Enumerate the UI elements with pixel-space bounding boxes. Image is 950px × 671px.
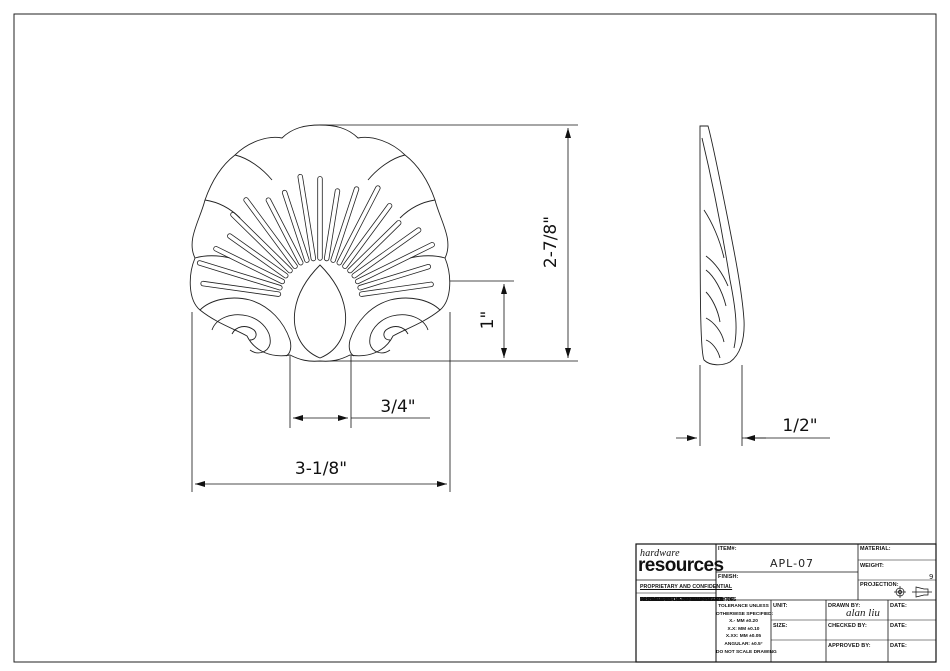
tolerance-line: TOLERANCE UNLESS: [718, 604, 769, 609]
projection-label: PROJECTION:: [860, 582, 899, 588]
shell-flutes: [197, 174, 435, 297]
logo: hardware resources: [637, 548, 724, 578]
flute-groove: [297, 174, 317, 262]
proprietary-line: DRAWING IS THE SOLE PROPERTY OF: [640, 597, 734, 603]
unit-label: UNIT:: [773, 603, 788, 609]
title-block-grid: [635, 543, 937, 663]
flute-groove: [200, 280, 282, 297]
flute-groove: [230, 211, 293, 274]
dim-height-total: 2-7/8": [541, 216, 561, 268]
dim-height-scroll: 1": [478, 311, 498, 330]
weight-value: 9: [929, 573, 934, 581]
sheet-border: [13, 13, 937, 663]
flute-groove: [358, 281, 434, 297]
flute-groove: [355, 242, 435, 285]
flute-groove: [330, 186, 360, 263]
item-value: APL-07: [770, 557, 815, 570]
flute-groove: [243, 197, 298, 269]
dimension-labels: 2-7/8" 1" 3-1/8" 3/4" 1/2": [295, 216, 818, 479]
front-view-appliqué: [189, 124, 451, 362]
flute-groove: [357, 264, 431, 291]
drawn-by-signature: alan liu: [846, 607, 880, 619]
logo-bottom-text: resources: [638, 555, 724, 576]
tolerance-line: OTHERWISE SPECIFIED:: [716, 611, 774, 617]
weight-label: WEIGHT:: [860, 563, 884, 569]
proprietary-heading: PROPRIETARY AND CONFIDENTIAL: [640, 584, 733, 590]
tolerance-line: DO NOT SCALE DRAWING: [716, 649, 777, 655]
flute-groove: [347, 220, 402, 274]
flute-groove: [323, 188, 341, 262]
flute-groove: [317, 176, 323, 261]
dimension-lines: [191, 124, 830, 492]
finish-label: FINISH:: [718, 574, 739, 580]
left-scroll: [199, 297, 292, 357]
flute-groove: [351, 227, 422, 279]
proprietary-line: HARDWARE RESOURCES INC. ANY: [640, 597, 726, 603]
flute-groove: [227, 233, 289, 279]
approved-by-label: APPROVED BY:: [828, 643, 871, 649]
shell-outline: [189, 124, 451, 362]
flute-groove: [342, 203, 393, 269]
right-scroll: [348, 297, 441, 357]
material-label: MATERIAL:: [860, 546, 891, 552]
date-label-approved: DATE:: [890, 643, 907, 649]
tolerance-notes: TOLERANCE UNLESS OTHERWISE SPECIFIED: X.…: [716, 603, 777, 656]
flute-groove: [265, 197, 304, 266]
checked-by-label: CHECKED BY:: [828, 623, 867, 629]
tolerance-line: X.X: MM ±0.10: [727, 626, 760, 632]
proprietary-line: RESOURCES INC. IS PROHIBITED.: [640, 597, 723, 603]
size-label: SIZE:: [773, 623, 788, 629]
side-view-profile: [699, 125, 745, 366]
proprietary-line: REPRODUCTION IN PART OR AS A: [640, 597, 724, 603]
tolerance-line: X.- MM ±0.20: [729, 619, 758, 625]
tolerance-line: X.XX: MM ±0.05: [725, 634, 762, 640]
proprietary-line: PERMISSION OF HARDWARE: [640, 597, 711, 603]
logo-top-text: hardware: [640, 548, 680, 559]
flute-groove: [197, 260, 283, 291]
flute-groove: [282, 189, 310, 263]
dim-width-total: 3-1/8": [295, 459, 347, 479]
proprietary-line: THE INFORMATION CONTAINED IN THIS: [640, 597, 737, 603]
date-label-checked: DATE:: [890, 623, 907, 629]
dim-depth: 1/2": [782, 416, 817, 436]
date-label-drawn: DATE:: [890, 603, 907, 609]
projection-symbol-icon: [894, 586, 932, 598]
shell-center: [293, 264, 347, 359]
flute-groove: [336, 185, 381, 266]
flute-groove: [213, 246, 285, 285]
dim-width-center: 3/4": [380, 397, 415, 417]
proprietary-line: WHOLE WITHOUT THE WRITTEN: [640, 597, 719, 603]
item-label: ITEM#:: [718, 546, 737, 552]
drawn-by-label: DRAWN BY:: [828, 603, 861, 609]
tolerance-line: ANGULAR: ±0.5°: [724, 641, 763, 647]
